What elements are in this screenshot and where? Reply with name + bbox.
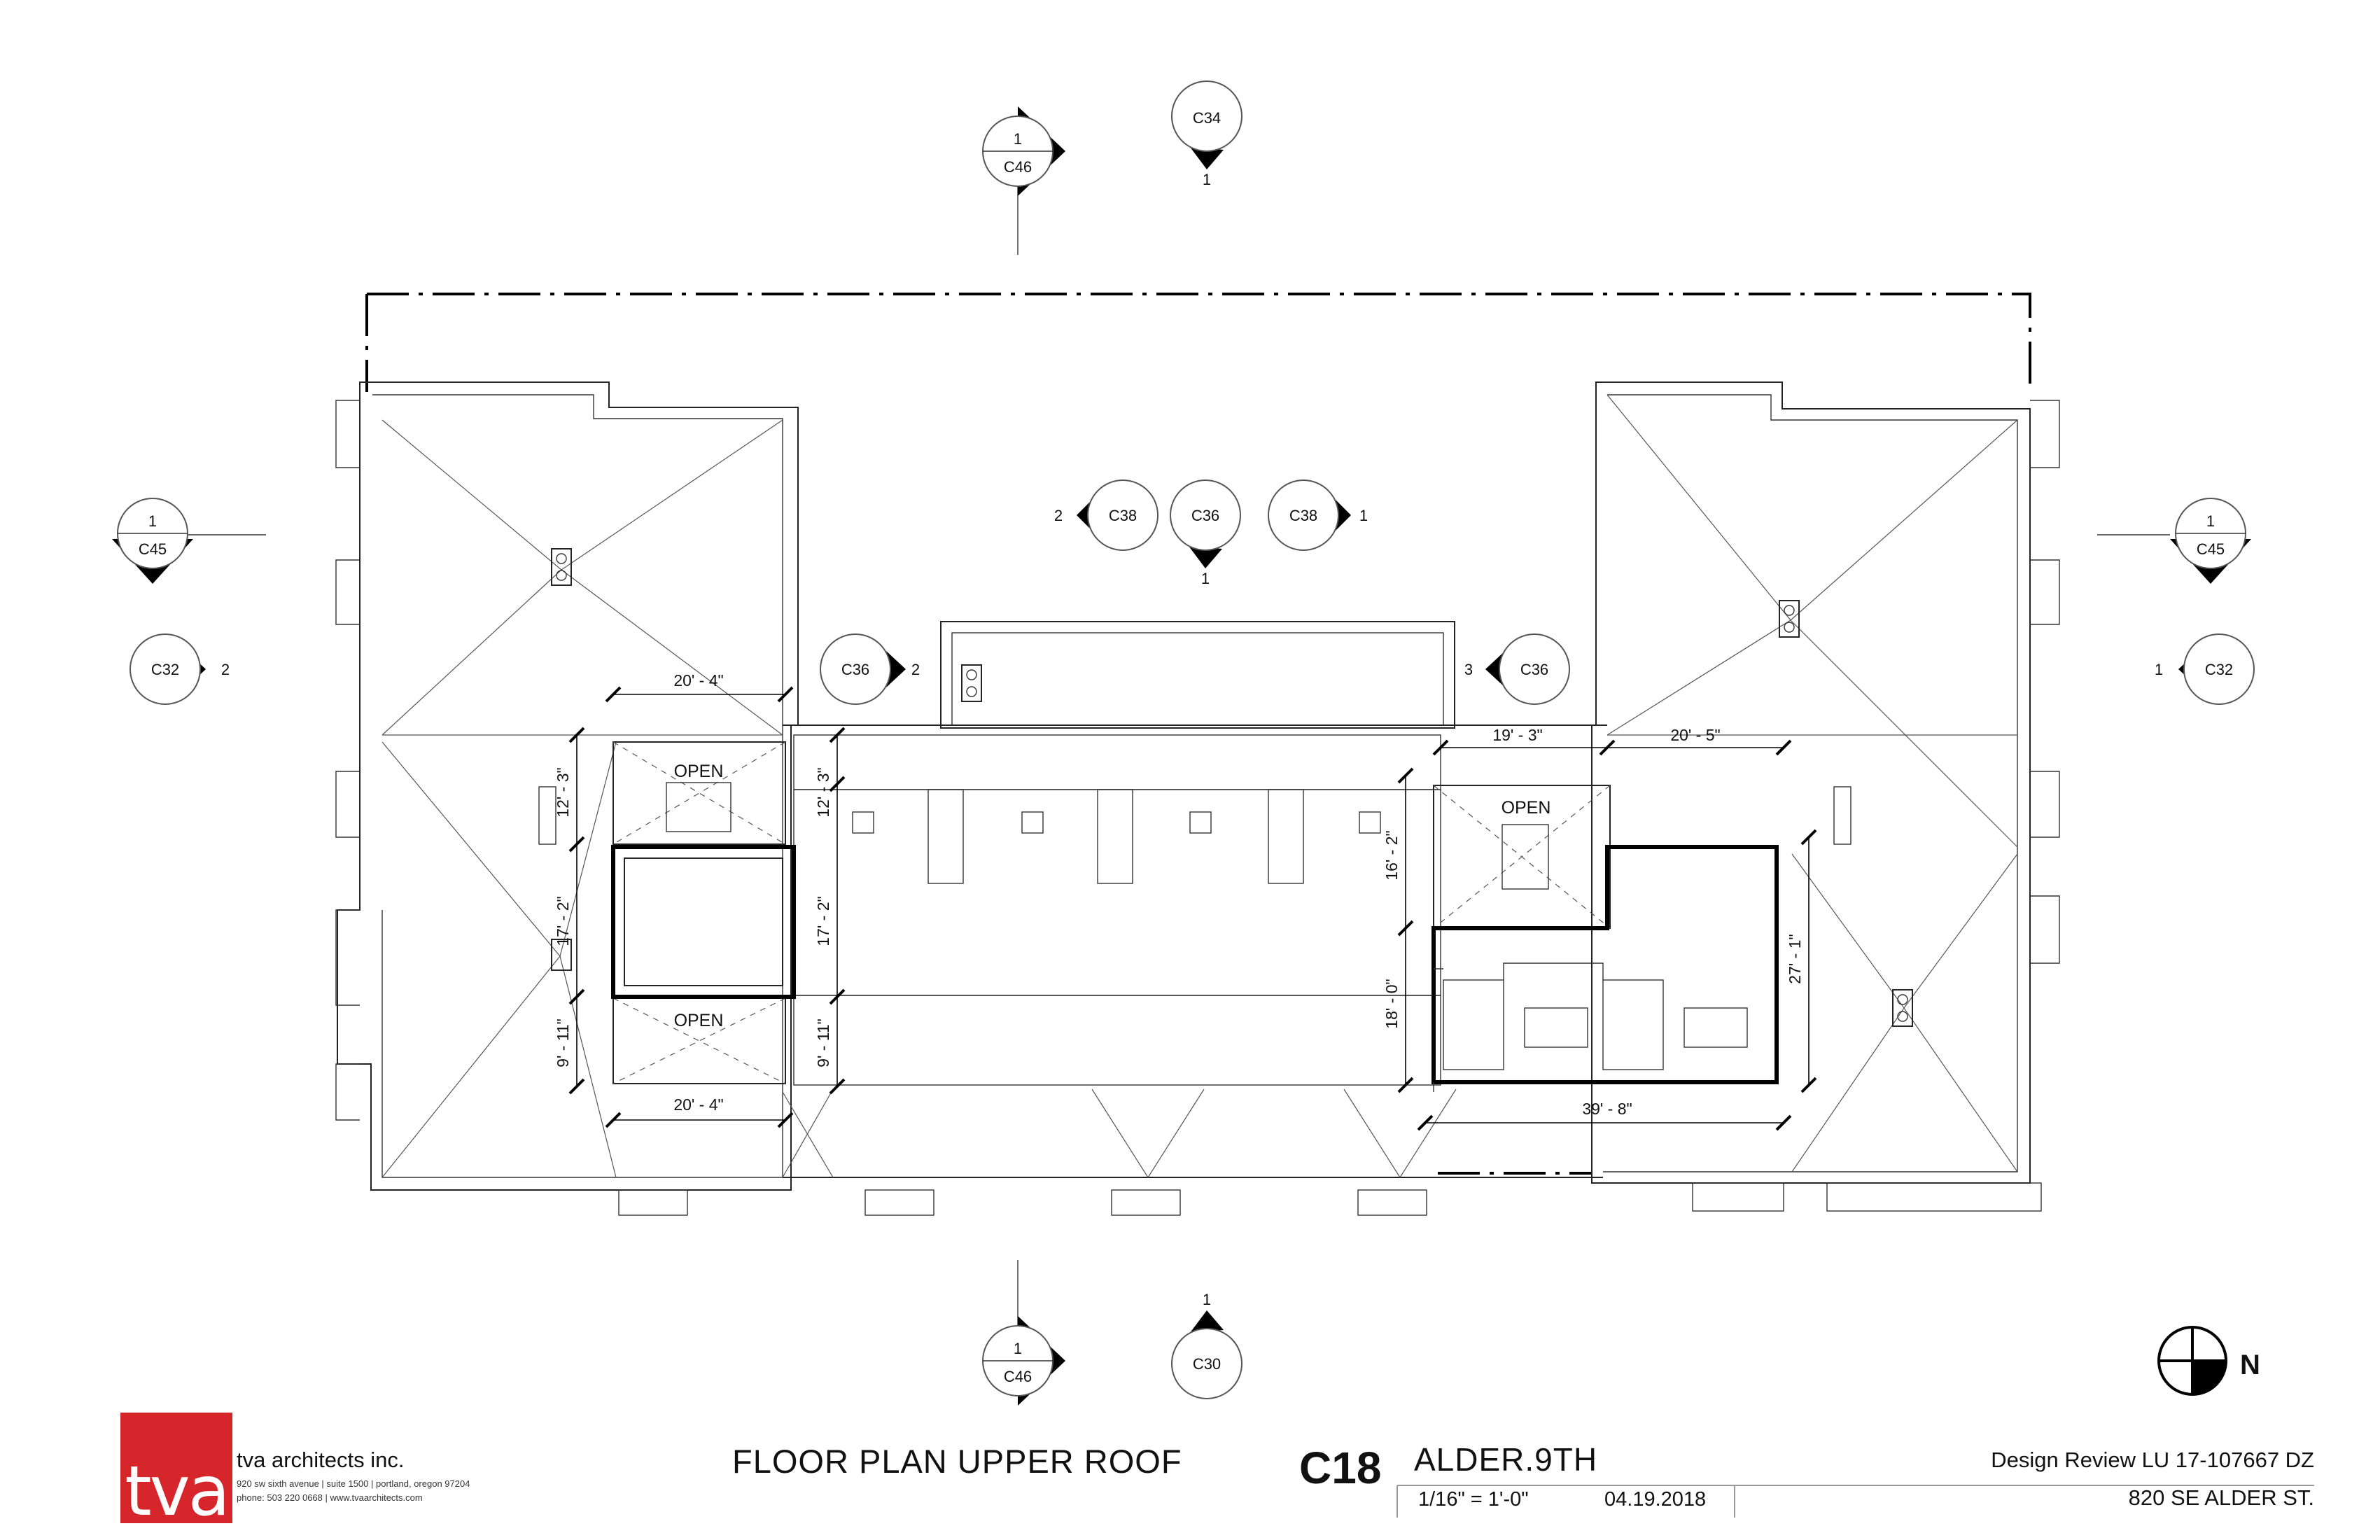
dim-court-lower: 9' - 11" — [814, 1018, 832, 1068]
firm-logo — [120, 1413, 232, 1523]
dimension-lines: 20' - 4" 20' - 4" 12' - 3" 17' - 2" 9' -… — [554, 671, 1817, 1131]
svg-text:C45: C45 — [139, 540, 167, 558]
firm-address: 920 sw sixth avenue | suite 1500 | portl… — [237, 1478, 470, 1489]
svg-text:C34: C34 — [1193, 109, 1221, 127]
svg-text:1: 1 — [1014, 1340, 1022, 1357]
svg-text:1: 1 — [2155, 661, 2163, 678]
dim-right-height: 27' - 1" — [1786, 934, 1804, 983]
elevation-marker-c36-center[interactable]: C36 1 — [1170, 479, 1241, 587]
svg-text:1: 1 — [1203, 1291, 1211, 1308]
dim-right-bottom-width: 39' - 8" — [1582, 1100, 1632, 1118]
title-block-lines — [1396, 1485, 2314, 1518]
elevation-marker-c32-left[interactable]: C32 2 — [130, 634, 230, 705]
svg-text:1: 1 — [1359, 507, 1368, 524]
section-marker-c46-bottom[interactable]: 1 C46 — [982, 1260, 1065, 1406]
section-markers: 1 C46 C34 1 1 C45 1 C45 — [112, 80, 2255, 1406]
open-label-top-left: OPEN — [674, 762, 724, 781]
dim-left-lower: 9' - 11" — [554, 1018, 572, 1068]
firm-phone: phone: 503 220 0668 | www.tvaarchitects.… — [237, 1492, 423, 1503]
firm-logo-text: tva — [125, 1452, 230, 1532]
project-name: ALDER.9TH — [1414, 1441, 1598, 1478]
sheet-number: C18 — [1299, 1443, 1382, 1493]
elevation-marker-c34[interactable]: C34 1 — [1171, 80, 1242, 188]
svg-text:1: 1 — [148, 512, 157, 530]
roof-mechanical-units — [551, 548, 1913, 1027]
svg-text:C38: C38 — [1289, 507, 1317, 524]
north-arrow-icon — [2157, 1326, 2227, 1396]
svg-text:2: 2 — [1054, 507, 1063, 524]
section-marker-c45-left[interactable]: 1 C45 — [112, 498, 266, 584]
roof-openings-small — [538, 786, 1851, 845]
walkway-pavers — [793, 734, 1441, 1086]
property-line — [365, 293, 2031, 1175]
dim-left-upper: 12' - 3" — [554, 767, 572, 817]
svg-text:2: 2 — [221, 661, 230, 678]
dim-right-top-a: 19' - 3" — [1492, 726, 1542, 744]
svg-text:1: 1 — [1201, 570, 1210, 587]
open-label-bottom-left: OPEN — [674, 1011, 724, 1030]
svg-text:3: 3 — [1464, 661, 1473, 678]
dim-left-middle: 17' - 2" — [554, 896, 572, 946]
open-shafts: OPEN OPEN OPEN — [612, 741, 1611, 1084]
svg-text:C30: C30 — [1193, 1355, 1221, 1373]
dim-right-lower: 18' - 0" — [1382, 979, 1401, 1028]
svg-text:C36: C36 — [1191, 507, 1219, 524]
drawing-scale: 1/16" = 1'-0" — [1418, 1488, 1529, 1511]
dim-bottom-left-width: 20' - 4" — [673, 1096, 723, 1114]
roof-hip-lines — [382, 394, 2018, 1178]
svg-text:C38: C38 — [1109, 507, 1137, 524]
svg-text:C32: C32 — [2205, 661, 2233, 678]
svg-text:C45: C45 — [2197, 540, 2225, 558]
elevation-marker-c36-right[interactable]: C36 3 — [1464, 634, 1570, 705]
svg-text:C46: C46 — [1004, 1368, 1032, 1385]
dim-top-left-width: 20' - 4" — [673, 671, 723, 690]
elevation-marker-c38-right[interactable]: C38 1 — [1268, 479, 1368, 551]
elevation-marker-c38-left[interactable]: C38 2 — [1054, 479, 1158, 551]
section-marker-c45-right[interactable]: 1 C45 — [2097, 498, 2251, 584]
svg-text:1: 1 — [2206, 512, 2215, 530]
svg-text:C46: C46 — [1004, 158, 1032, 176]
elevation-marker-c30[interactable]: C30 1 — [1171, 1291, 1242, 1399]
north-label: N — [2240, 1350, 2260, 1380]
dim-court-upper: 12' - 3" — [814, 767, 832, 817]
design-review-number: Design Review LU 17-107667 DZ — [1991, 1448, 2314, 1472]
dim-court-middle: 17' - 2" — [814, 896, 832, 946]
elevation-marker-c36-left[interactable]: C36 2 — [820, 634, 920, 705]
heavy-blocks — [611, 845, 1779, 1092]
svg-text:1: 1 — [1203, 171, 1211, 188]
building-outline — [335, 382, 2060, 1216]
svg-text:C36: C36 — [1520, 661, 1548, 678]
svg-text:1: 1 — [1014, 130, 1022, 148]
section-marker-c46-top[interactable]: 1 C46 — [982, 106, 1065, 255]
dim-right-upper: 16' - 2" — [1382, 830, 1401, 880]
sheet-title: FLOOR PLAN UPPER ROOF — [732, 1443, 1182, 1480]
firm-name: tva architects inc. — [237, 1448, 405, 1472]
open-label-right: OPEN — [1502, 798, 1551, 818]
project-address: 820 SE ALDER ST. — [2128, 1485, 2314, 1510]
dim-right-top-b: 20' - 5" — [1670, 726, 1720, 744]
drawing-date: 04.19.2018 — [1604, 1488, 1707, 1511]
svg-text:2: 2 — [911, 661, 920, 678]
elevation-marker-c32-right[interactable]: C32 1 — [2155, 634, 2255, 705]
svg-text:C36: C36 — [841, 661, 869, 678]
svg-text:C32: C32 — [151, 661, 179, 678]
